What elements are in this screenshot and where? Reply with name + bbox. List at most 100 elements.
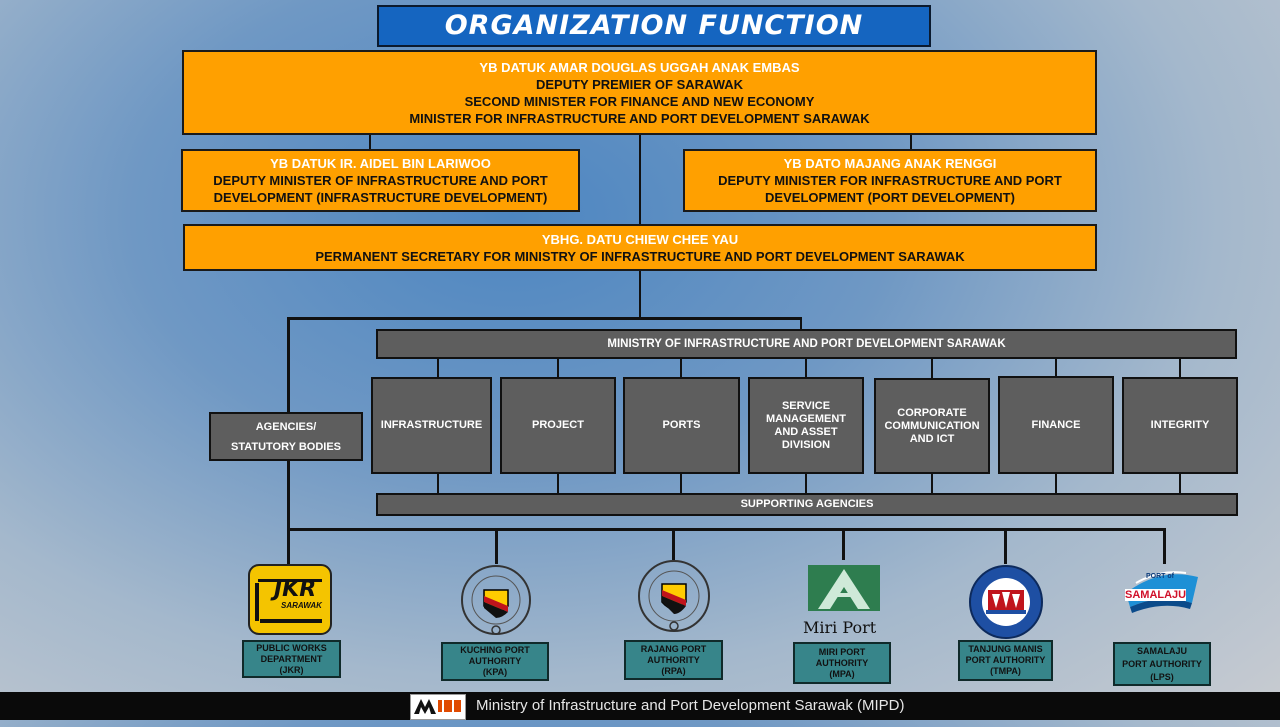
footer-text: Ministry of Infrastructure and Port Deve…: [476, 697, 905, 714]
samalaju-logo-text: SAMALAJU: [1125, 589, 1187, 601]
minister-title-2: SECOND MINISTER FOR FINANCE AND NEW ECON…: [464, 93, 815, 109]
division-label: FINANCE: [1031, 418, 1081, 431]
division-label: PORTS: [662, 419, 701, 431]
secretary-name: YBHG. DATU CHIEW CHEE YAU: [541, 231, 739, 247]
agency-label-line: (MPA): [829, 668, 855, 679]
samalaju-logo-top-text: PORT of: [1146, 573, 1174, 580]
division-label: CORPORATE: [897, 406, 967, 419]
connector-line: [639, 270, 641, 318]
port-of-samalaju-logo: PORT of SAMALAJU: [1120, 563, 1204, 625]
connector-line: [931, 357, 933, 379]
footer-bar: Ministry of Infrastructure and Port Deve…: [0, 692, 1280, 720]
agency-label-line: RAJANG PORT: [640, 643, 707, 654]
agencies-box-line-1: AGENCIES/: [255, 420, 317, 433]
division-box: PROJECT: [500, 377, 616, 474]
supporting-agencies-bar: SUPPORTING AGENCIES: [376, 493, 1238, 516]
connector-line: [287, 317, 802, 320]
minister-title-3: MINISTER FOR INFRASTRUCTURE AND PORT DEV…: [409, 110, 870, 126]
deputy-left-name: YB DATUK IR. AIDEL BIN LARIWOO: [270, 156, 491, 171]
jkr-sarawak-logo: JKR SARAWAK: [247, 563, 333, 636]
division-box: CORPORATE COMMUNICATION AND ICT: [874, 378, 990, 474]
connector-line: [910, 134, 912, 150]
minister-name: YB DATUK AMAR DOUGLAS UGGAH ANAK EMBAS: [479, 59, 800, 75]
agency-label-line: TANJUNG MANIS: [968, 644, 1043, 654]
agency-label-line: AUTHORITY: [468, 656, 522, 666]
agency-label-lps: SAMALAJU PORT AUTHORITY (LPS): [1113, 642, 1211, 686]
division-label: DIVISION: [781, 438, 831, 451]
deputy-right-name: YB DATO MAJANG ANAK RENGGI: [783, 156, 997, 171]
connector-line: [1055, 357, 1057, 379]
minister-title-1: DEPUTY PREMIER OF SARAWAK: [535, 76, 744, 92]
agency-label-jkr: PUBLIC WORKS DEPARTMENT (JKR): [242, 640, 341, 678]
division-label: PROJECT: [532, 419, 584, 431]
jkr-logo-subtext: SARAWAK: [281, 601, 322, 610]
connector-line: [680, 357, 682, 379]
agency-label-line: SAMALAJU: [1136, 645, 1187, 656]
division-label: AND ICT: [909, 432, 955, 445]
kuching-port-authority-seal: [458, 562, 534, 640]
tanjung-manis-port-authority-seal: [966, 564, 1046, 640]
agency-label-kpa: KUCHING PORT AUTHORITY (KPA): [441, 642, 549, 681]
page-title: ORGANIZATION FUNCTION STRUCTURE: [377, 5, 931, 79]
connector-line: [672, 528, 675, 560]
connector-line: [287, 528, 1166, 531]
connector-line: [1179, 472, 1181, 496]
agency-label-tmpa: TANJUNG MANIS PORT AUTHORITY (TMPA): [958, 640, 1053, 681]
agency-label-line: DEPARTMENT: [260, 653, 323, 664]
connector-line: [437, 472, 439, 496]
agency-label-line: (TMPA): [990, 666, 1021, 676]
connector-line: [369, 134, 371, 150]
agency-label-line: KUCHING PORT: [460, 645, 530, 655]
division-box: INTEGRITY: [1122, 377, 1238, 474]
division-label: INTEGRITY: [1150, 419, 1210, 431]
deputy-right-title-1: DEPUTY MINISTER FOR INFRASTRUCTURE AND P…: [718, 173, 1062, 188]
division-label: COMMUNICATION: [884, 419, 980, 432]
connector-line: [557, 472, 559, 496]
agency-label-line: AUTHORITY: [647, 654, 700, 665]
connector-line: [1163, 528, 1166, 564]
connector-line: [1055, 472, 1057, 496]
deputy-left-title-1: DEPUTY MINISTER OF INFRASTRUCTURE AND PO…: [213, 173, 548, 188]
agencies-box-line-2: STATUTORY BODIES: [230, 440, 341, 453]
secretary-title: PERMANENT SECRETARY FOR MINISTRY OF INFR…: [315, 248, 965, 264]
division-label: INFRASTRUCTURE: [380, 419, 483, 431]
connector-line: [287, 317, 290, 413]
agency-label-line: (JKR): [279, 664, 304, 675]
division-box: FINANCE: [998, 376, 1114, 474]
agency-label-line: (RPA): [661, 665, 686, 676]
division-label: SERVICE: [781, 399, 831, 412]
rajang-port-authority-seal: [636, 558, 712, 638]
agency-label-line: PORT AUTHORITY: [1122, 658, 1202, 669]
deputy-minister-left-box: YB DATUK IR. AIDEL BIN LARIWOO DEPUTY MI…: [181, 149, 580, 212]
connector-line: [639, 134, 641, 226]
connector-line: [1004, 528, 1007, 564]
division-label: AND ASSET: [774, 425, 838, 438]
ministry-bar: MINISTRY OF INFRASTRUCTURE AND PORT DEVE…: [376, 329, 1237, 359]
agency-label-line: (LPS): [1150, 671, 1174, 682]
connector-line: [805, 357, 807, 379]
connector-line: [842, 528, 845, 560]
connector-line: [437, 357, 439, 379]
division-box: INFRASTRUCTURE: [371, 377, 492, 474]
connector-line: [495, 528, 498, 564]
connector-line: [287, 459, 290, 531]
agency-label-line: AUTHORITY: [815, 657, 869, 668]
deputy-left-title-2: DEVELOPMENT (INFRASTRUCTURE DEVELOPMENT): [213, 190, 548, 205]
deputy-right-title-2: DEVELOPMENT (PORT DEVELOPMENT): [765, 190, 1015, 205]
agency-label-line: (KPA): [482, 667, 508, 677]
agency-label-line: MIRI PORT: [818, 646, 866, 657]
mipd-logo: [410, 694, 466, 720]
division-box: PORTS: [623, 377, 740, 474]
connector-line: [800, 317, 802, 331]
agency-label-mpa: MIRI PORT AUTHORITY (MPA): [793, 642, 891, 684]
deputy-minister-right-box: YB DATO MAJANG ANAK RENGGI DEPUTY MINIST…: [683, 149, 1097, 212]
connector-line: [805, 472, 807, 496]
agency-label-rpa: RAJANG PORT AUTHORITY (RPA): [624, 640, 723, 680]
permanent-secretary-box: YBHG. DATU CHIEW CHEE YAU PERMANENT SECR…: [183, 224, 1097, 271]
connector-line: [931, 472, 933, 496]
agency-label-line: PORT AUTHORITY: [965, 655, 1046, 665]
connector-line: [1179, 357, 1181, 379]
connector-line: [680, 472, 682, 496]
miri-port-logo-text: Miri Port: [803, 618, 877, 637]
jkr-logo-text: JKR: [274, 577, 317, 602]
